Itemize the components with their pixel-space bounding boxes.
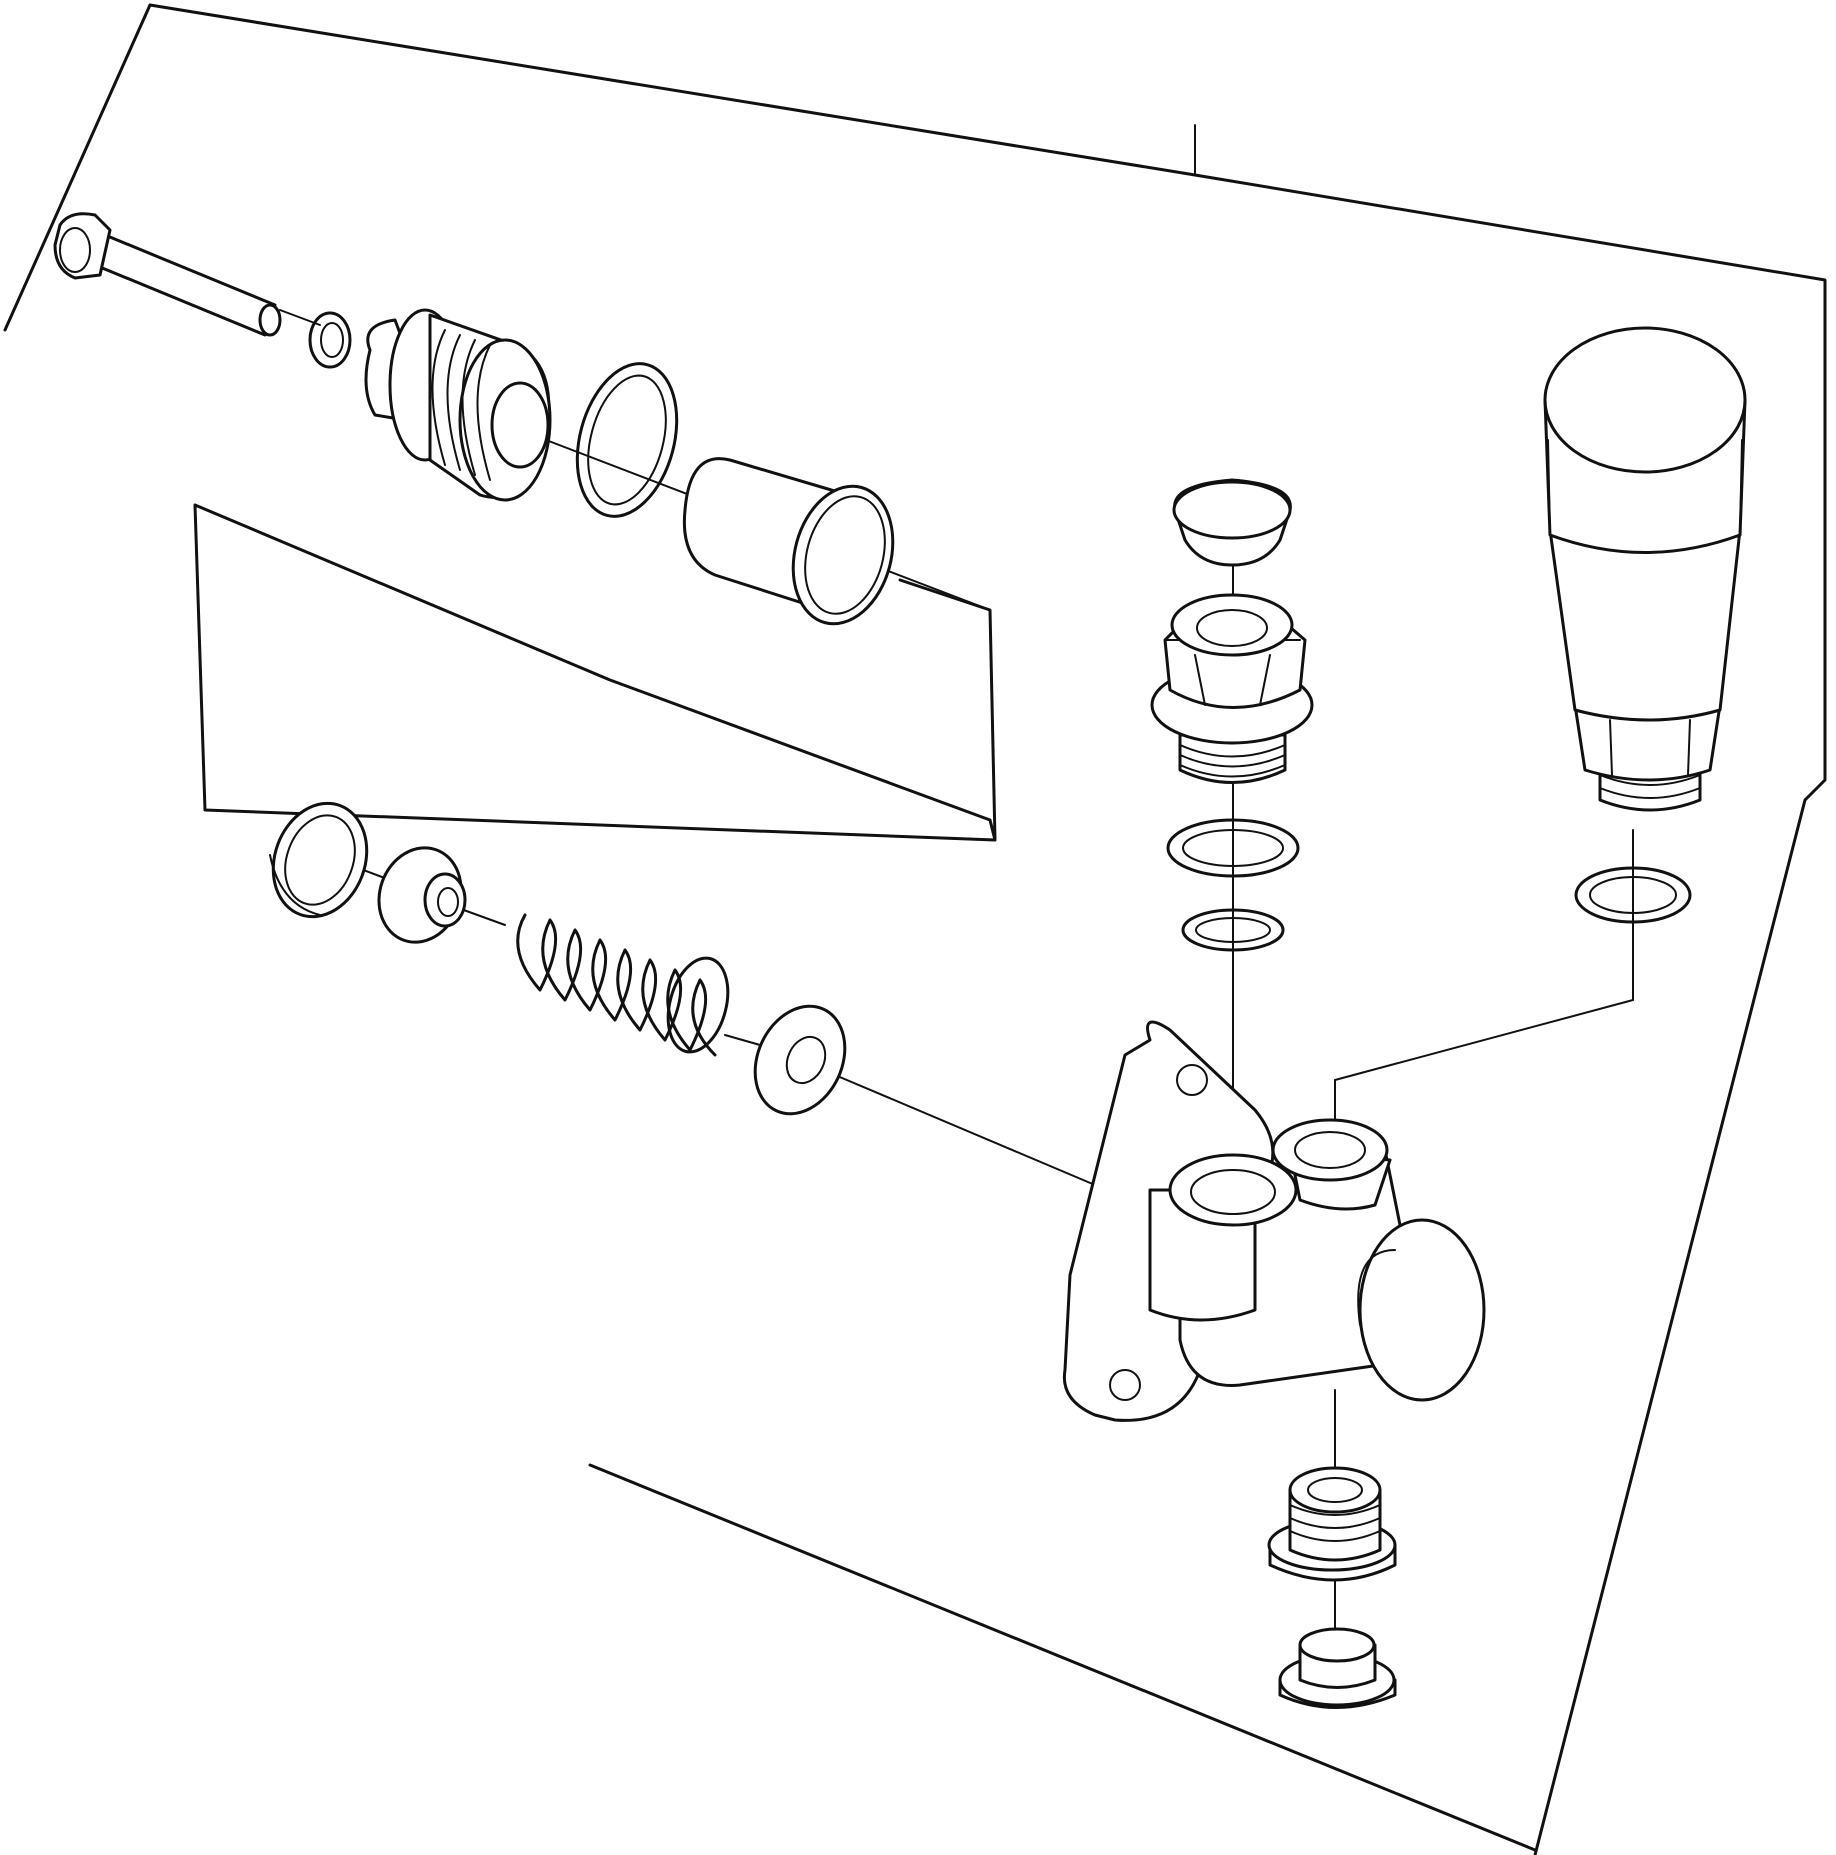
pump-housing [1062, 1020, 1486, 1422]
sleeve [682, 457, 895, 626]
drain-plug [1267, 1466, 1397, 1582]
hand-primer-pump [1543, 326, 1747, 812]
valve-disc [377, 846, 467, 944]
small-o-ring [308, 311, 352, 369]
lower-gasket [1181, 908, 1285, 952]
cup-seal [269, 801, 369, 919]
bottom-cap [1278, 1627, 1397, 1709]
upper-gasket [1166, 818, 1300, 878]
outer-frame [3, 3, 1827, 1855]
spring [516, 913, 730, 1057]
pin-bolt [53, 212, 282, 337]
primer-gasket [1574, 866, 1692, 924]
large-o-ring [575, 362, 679, 518]
assembly-lines [279, 309, 1634, 1661]
base-line [588, 1463, 1537, 1852]
dust-cap [1172, 478, 1292, 567]
hex-union [1150, 593, 1314, 784]
washer [753, 1004, 847, 1116]
threaded-plug-fitting [364, 308, 552, 502]
